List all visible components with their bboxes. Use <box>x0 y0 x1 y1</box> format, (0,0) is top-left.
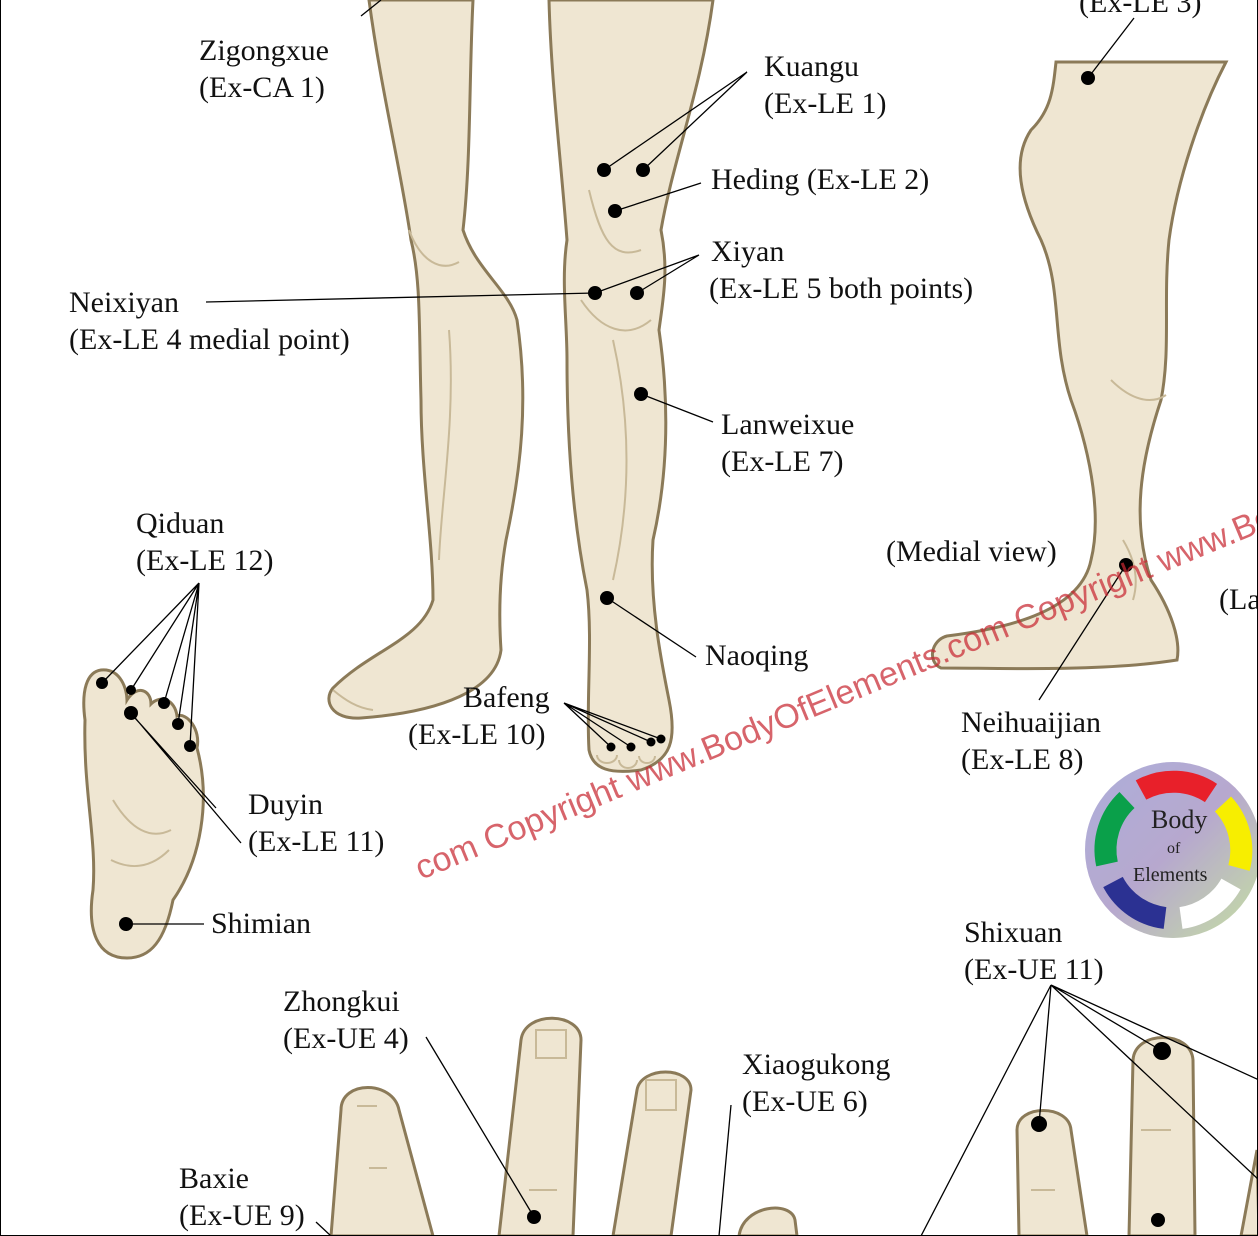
label-baxie: Baxie <box>179 1162 249 1195</box>
medial-leg-shading <box>1110 379 1167 601</box>
label-xiyan: Xiyan <box>711 235 785 268</box>
body-of-elements-logo: Body of Elements <box>1085 762 1257 938</box>
label-lanweixue: Lanweixue <box>721 408 855 441</box>
label-lateral-view: (La <box>1219 583 1258 616</box>
label-neihuaijian: Neihuaijian <box>961 706 1101 739</box>
label-shimian: Shimian <box>211 907 312 940</box>
logo-text-of: of <box>1167 840 1181 857</box>
label-zhongkui: Zhongkui <box>283 985 400 1018</box>
acupoint-dots <box>96 71 1171 1227</box>
label-duyin-code: (Ex-LE 11) <box>248 825 385 858</box>
sole-of-foot <box>82 668 205 960</box>
label-duyin: Duyin <box>248 788 323 821</box>
label-zhongkui-code: (Ex-UE 4) <box>283 1022 409 1055</box>
label-lanweixue-code: (Ex-LE 7) <box>721 445 844 478</box>
label-medial-view: (Medial view) <box>886 535 1057 568</box>
label-shixuan: Shixuan <box>964 916 1063 949</box>
label-bafeng-code: (Ex-LE 10) <box>408 718 546 751</box>
leg-shading <box>408 189 652 581</box>
label-baxie-code: (Ex-UE 9) <box>179 1199 305 1232</box>
logo-text-body: Body <box>1151 805 1207 834</box>
label-naoqing: Naoqing <box>705 639 809 672</box>
hand-shading <box>357 1029 1171 1191</box>
label-shixuan-code: (Ex-UE 11) <box>964 953 1104 986</box>
label-kuangu-code: (Ex-LE 1) <box>764 87 887 120</box>
right-leg <box>547 0 715 773</box>
medial-view-leg <box>931 60 1229 671</box>
label-qiduan: Qiduan <box>136 507 225 540</box>
logo-text-elements: Elements <box>1133 864 1208 886</box>
label-neihuaijian-code: (Ex-LE 8) <box>961 743 1084 776</box>
label-xiaogukong-code: (Ex-UE 6) <box>742 1085 868 1118</box>
label-neixiyan: Neixiyan <box>69 286 179 319</box>
hand-right <box>1015 1036 1257 1235</box>
label-heding: Heding (Ex-LE 2) <box>711 163 930 196</box>
label-neixiyan-code: (Ex-LE 4 medial point) <box>69 323 350 356</box>
hand-left <box>329 1016 799 1235</box>
label-kuangu: Kuangu <box>764 50 859 83</box>
leader-lines <box>101 0 1257 1235</box>
label-xiaogukong: Xiaogukong <box>742 1048 891 1081</box>
label-zigongxue-code: (Ex-CA 1) <box>199 71 325 104</box>
label-xiyan-code: (Ex-LE 5 both points) <box>709 272 974 305</box>
left-leg <box>327 0 525 720</box>
label-qiduan-code: (Ex-LE 12) <box>136 544 274 577</box>
toe-shading <box>332 689 656 769</box>
label-zigongxue: Zigongxue <box>199 34 329 67</box>
sole-shading <box>110 799 172 867</box>
label-ex-le-3: (Ex-LE 3) <box>1079 0 1202 19</box>
label-bafeng: Bafeng <box>463 681 550 714</box>
